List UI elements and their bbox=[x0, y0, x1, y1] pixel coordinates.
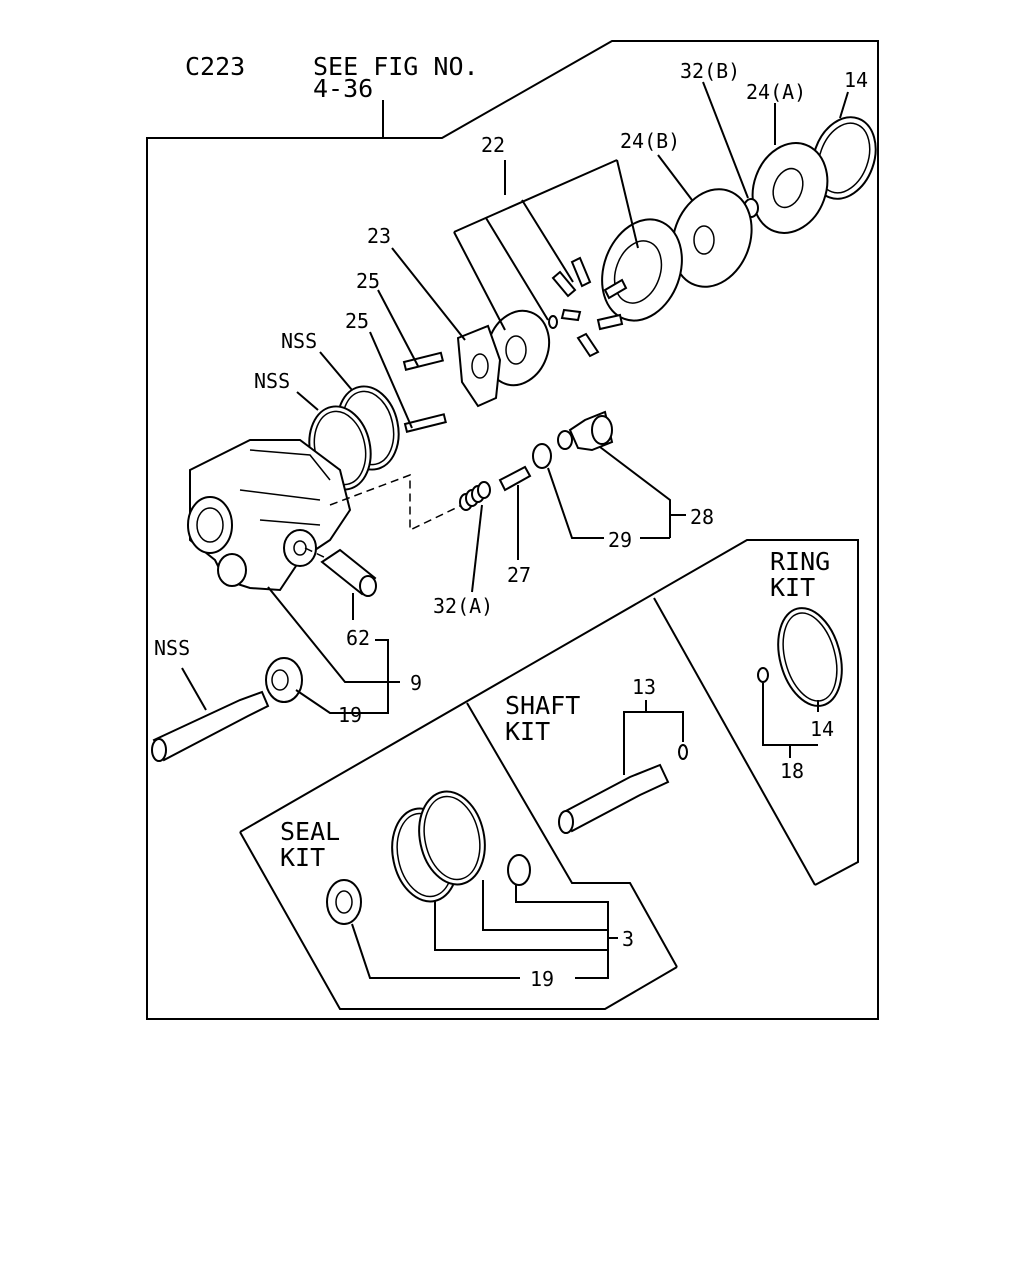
bracket-62-9-19 bbox=[267, 586, 400, 714]
callout-nss-1: NSS bbox=[281, 329, 317, 353]
spring-32a bbox=[459, 481, 491, 511]
seal-kit-subtitle: KIT bbox=[280, 843, 325, 872]
diagram-code: C223 bbox=[185, 52, 245, 81]
oil-seal-19 bbox=[265, 657, 303, 703]
vanes bbox=[551, 256, 628, 358]
drive-shaft-nss bbox=[152, 690, 270, 762]
seal-kit-o-ring-large-2-inner bbox=[423, 795, 481, 881]
seal-kit-oil-seal-inner bbox=[335, 890, 353, 914]
cam-ring-22-bore bbox=[613, 240, 663, 304]
dashed-flow-path bbox=[329, 473, 463, 532]
leader-23 bbox=[391, 247, 466, 341]
dashed-flow-path-2 bbox=[304, 547, 331, 561]
plate-24a bbox=[751, 142, 829, 234]
callout-nss-3: NSS bbox=[154, 636, 190, 660]
shaft-kit-shaft-end bbox=[558, 810, 574, 834]
leader-shaft-kit bbox=[623, 700, 684, 775]
callout-62: 62 bbox=[346, 626, 370, 650]
drive-shaft-nss-end bbox=[151, 738, 167, 762]
ring-kit-title: RING bbox=[770, 547, 830, 576]
seal-kit-o-ring-large-2 bbox=[418, 790, 486, 886]
callout-27: 27 bbox=[507, 563, 531, 587]
ring-kit-subtitle: KIT bbox=[770, 573, 815, 602]
callout-32a: 32(A) bbox=[433, 594, 493, 618]
ring-kit-snap-ring bbox=[777, 607, 843, 707]
leader-nss-1 bbox=[319, 351, 353, 391]
callout-14-top: 14 bbox=[844, 68, 868, 92]
valve-27 bbox=[498, 465, 532, 492]
washer-29 bbox=[532, 443, 552, 469]
vane-pin bbox=[548, 315, 558, 329]
shaft-kit-subtitle: KIT bbox=[505, 717, 550, 746]
seal-kit-oil-seal bbox=[326, 879, 362, 925]
callout-3: 3 bbox=[622, 927, 634, 951]
pump-body bbox=[187, 439, 352, 592]
snap-ring-14-inner bbox=[817, 122, 871, 194]
side-plate-23-hole bbox=[471, 353, 489, 379]
pin-25-upper bbox=[402, 351, 445, 371]
leader-24b bbox=[657, 154, 693, 201]
callout-nss-2: NSS bbox=[254, 369, 290, 393]
callout-14-ring: 14 bbox=[810, 717, 834, 741]
leader-ring-kit bbox=[762, 683, 819, 758]
callout-24a: 24(A) bbox=[746, 80, 806, 104]
callout-24b: 24(B) bbox=[620, 129, 680, 153]
outer-frame bbox=[146, 40, 879, 1020]
ring-kit-snap-ring-inner bbox=[782, 612, 838, 702]
ring-kit-o-ring bbox=[757, 667, 769, 683]
shaft-kit-shaft bbox=[560, 763, 670, 833]
callout-9: 9 bbox=[410, 671, 422, 695]
see-fig-note: SEE FIG NO. bbox=[313, 52, 479, 81]
leader-32b bbox=[702, 81, 749, 199]
callout-22: 22 bbox=[481, 133, 505, 157]
callout-29: 29 bbox=[608, 528, 632, 552]
ring-kit-divider bbox=[653, 597, 816, 886]
shaft-kit-divider bbox=[466, 702, 678, 968]
shaft-kit-o-ring bbox=[678, 744, 688, 760]
callout-25-upper: 25 bbox=[356, 269, 380, 293]
fitting-28 bbox=[557, 410, 614, 452]
bracket-22 bbox=[453, 159, 639, 331]
leader-29 bbox=[547, 467, 670, 539]
callout-19-seal: 19 bbox=[530, 967, 554, 991]
callout-19-left: 19 bbox=[338, 703, 362, 727]
leader-14-top bbox=[839, 91, 849, 119]
callout-32b: 32(B) bbox=[680, 59, 740, 83]
plate-24a-hole bbox=[772, 167, 804, 209]
side-plate-23 bbox=[456, 324, 502, 408]
leader-32a bbox=[471, 504, 483, 593]
leader-25-lower bbox=[369, 331, 413, 429]
see-fig-number: 4-36 bbox=[313, 74, 373, 103]
callout-25-lower: 25 bbox=[345, 309, 369, 333]
plate-24b-center bbox=[693, 225, 715, 255]
sleeve-62-end bbox=[359, 575, 377, 597]
callout-13: 13 bbox=[632, 675, 656, 699]
seal-kit-title: SEAL bbox=[280, 817, 340, 846]
leader-nss-2 bbox=[296, 391, 319, 411]
leader-25-upper bbox=[377, 289, 419, 367]
leader-28 bbox=[599, 446, 686, 538]
leader-nss-3 bbox=[181, 667, 207, 711]
cam-ring-22 bbox=[601, 218, 683, 322]
pin-25-lower bbox=[403, 413, 447, 433]
callout-28: 28 bbox=[690, 505, 714, 529]
callout-18: 18 bbox=[780, 759, 804, 783]
leader-seal-kit bbox=[351, 880, 618, 979]
kit-panel-outline bbox=[239, 539, 859, 1010]
plate-24b bbox=[671, 188, 753, 288]
rotor-hub bbox=[505, 335, 527, 365]
seal-kit-o-ring-small bbox=[507, 854, 531, 886]
oil-seal-19-inner bbox=[271, 669, 289, 691]
shaft-kit-title: SHAFT bbox=[505, 691, 580, 720]
callout-23: 23 bbox=[367, 224, 391, 248]
